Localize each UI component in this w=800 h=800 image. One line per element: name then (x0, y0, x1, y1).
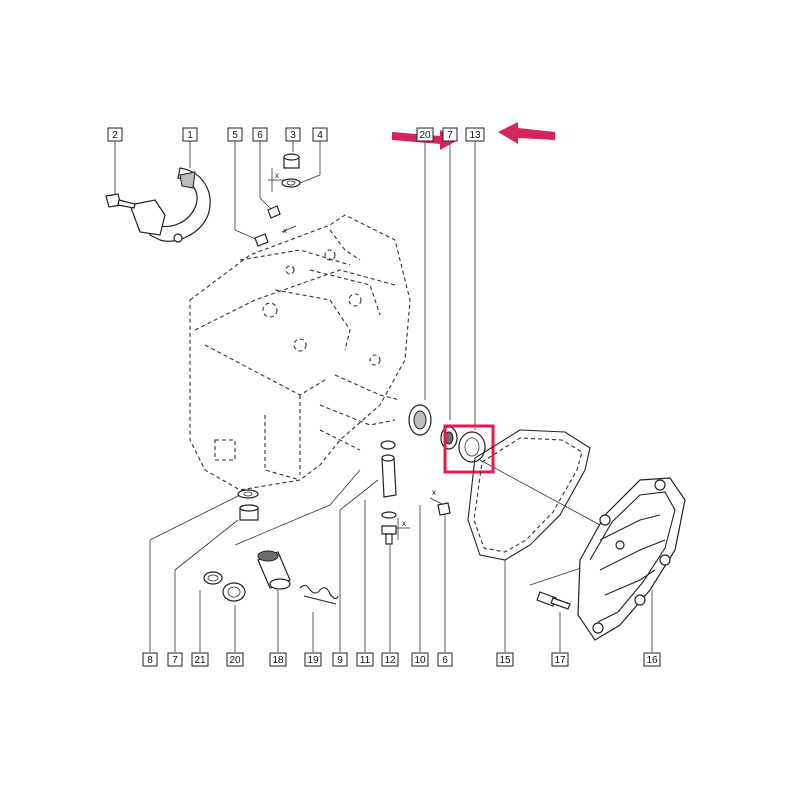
svg-text:3: 3 (290, 130, 296, 141)
part-washer-11 (381, 511, 397, 519)
highlight-frame (443, 424, 495, 474)
svg-text:13: 13 (469, 130, 481, 141)
callout-label: 12 (381, 652, 399, 667)
part-circlip-20 (222, 582, 246, 602)
callout-label: 6 (437, 652, 453, 667)
callout-labels: 2 1 5 6 3 4 20 7 13 8 7 21 20 18 19 9 11… (107, 127, 661, 667)
svg-text:8: 8 (147, 655, 153, 666)
gearbox-housing (189, 214, 411, 491)
callout-label: 11 (356, 652, 374, 667)
svg-text:6: 6 (442, 655, 448, 666)
callout-label: 16 (643, 652, 661, 667)
svg-text:1: 1 (187, 130, 193, 141)
left-pointer-arrow (498, 122, 555, 144)
callout-label: 7 (167, 652, 183, 667)
part-gasket-15 (467, 429, 591, 561)
callout-label: 7 (442, 127, 458, 142)
svg-text:19: 19 (307, 655, 319, 666)
svg-text:18: 18 (272, 655, 284, 666)
svg-text:7: 7 (447, 130, 453, 141)
callout-label: 10 (411, 652, 429, 667)
callout-label: 15 (496, 652, 514, 667)
callout-label: 17 (551, 652, 569, 667)
svg-text:20: 20 (419, 130, 431, 141)
callout-label: 2 (107, 127, 123, 142)
callout-label: 5 (227, 127, 243, 142)
callout-label: 6 (252, 127, 268, 142)
part-bolt-12 (381, 525, 397, 545)
part-oil-seal-20 (408, 404, 432, 436)
part-seal-7 (440, 426, 458, 450)
svg-text:9: 9 (337, 655, 343, 666)
svg-text:15: 15 (499, 655, 511, 666)
callout-label: 3 (285, 127, 301, 142)
svg-text:20: 20 (229, 655, 241, 666)
part-dowel-5 (254, 233, 269, 247)
part-bracket (129, 167, 211, 243)
callout-label: 21 (191, 652, 209, 667)
svg-text:2: 2 (112, 130, 118, 141)
callout-label: 20 (226, 652, 244, 667)
part-circlip-21 (203, 571, 223, 585)
part-dowel-6 (267, 205, 281, 219)
svg-text:12: 12 (384, 655, 396, 666)
part-ring-13 (458, 431, 486, 463)
dimension-mark: x (283, 226, 287, 235)
callout-label: 13 (465, 127, 485, 142)
svg-text:17: 17 (554, 655, 566, 666)
svg-text:4: 4 (317, 130, 323, 141)
callout-label: 4 (312, 127, 328, 142)
part-bolt-2 (105, 193, 136, 209)
callout-label: 20 (416, 127, 434, 142)
dimension-mark: x (402, 519, 406, 528)
svg-text:10: 10 (414, 655, 426, 666)
part-shaft-9 (381, 454, 397, 498)
callout-label: 19 (304, 652, 322, 667)
callout-label: 8 (142, 652, 158, 667)
part-sleeve-18 (257, 550, 291, 590)
callout-label: 1 (182, 127, 198, 142)
callout-label: 9 (332, 652, 348, 667)
part-washer-8 (237, 489, 259, 499)
part-bolt-17 (536, 591, 571, 610)
svg-text:5: 5 (232, 130, 238, 141)
svg-text:11: 11 (360, 655, 371, 666)
svg-text:16: 16 (646, 655, 658, 666)
svg-text:6: 6 (257, 130, 263, 141)
part-washer-4 (281, 178, 301, 188)
leader-lines (114, 141, 653, 652)
part-dowel-6-lower (437, 502, 451, 516)
part-cover-16 (577, 477, 686, 641)
dimension-mark: x (432, 488, 436, 497)
svg-text:7: 7 (172, 655, 178, 666)
dimension-marks: x x x x (268, 168, 451, 540)
part-plug-3 (283, 153, 300, 169)
part-washer-10 (380, 440, 396, 450)
part-spring-19 (299, 584, 339, 605)
callout-label: 18 (269, 652, 287, 667)
dimension-mark: x (275, 171, 279, 180)
part-plug-7 (239, 504, 259, 521)
svg-text:21: 21 (194, 655, 206, 666)
